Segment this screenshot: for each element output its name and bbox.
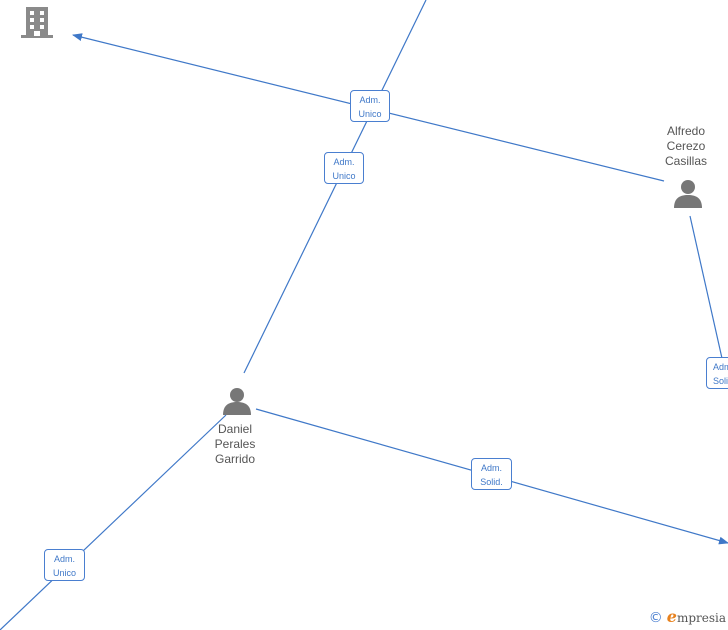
person-icon-alfredo[interactable]	[674, 180, 702, 208]
edge-label-alfredo-company[interactable]: Adm.Unico	[350, 90, 390, 122]
edge-line-alfredo-down	[689, 215, 728, 386]
brand-watermark: ©empresia	[648, 607, 726, 626]
edge-label-daniel-top[interactable]: Adm.Unico	[324, 152, 364, 184]
copyright-icon: ©	[648, 610, 663, 626]
person-icon-daniel[interactable]	[223, 388, 251, 415]
person-name-daniel[interactable]: Daniel Perales Garrido	[214, 422, 256, 466]
edge-label-daniel-right[interactable]: Adm.Solid.	[471, 458, 512, 490]
building-icon[interactable]	[21, 7, 53, 38]
edge-line-daniel-top	[243, 0, 427, 374]
person-name-alfredo[interactable]: Alfredo Cerezo Casillas	[664, 124, 707, 168]
edge-line-daniel-bottomleft	[0, 414, 227, 630]
edge-label-alfredo-down[interactable]: Adm.Solid.	[706, 357, 728, 389]
edge-label-daniel-bottomleft[interactable]: Adm.Unico	[44, 549, 85, 581]
